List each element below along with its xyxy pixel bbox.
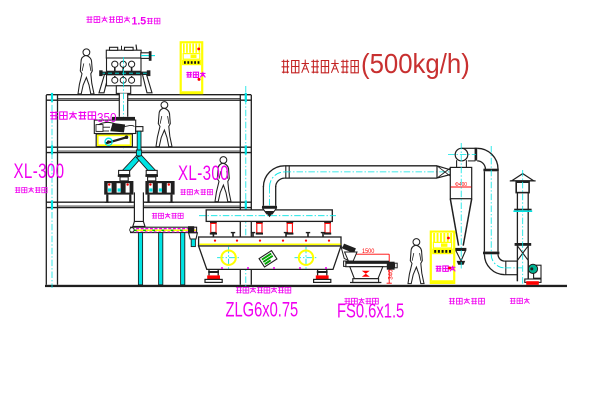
svg-text:XL-300: XL-300 <box>14 158 65 182</box>
svg-text:XL-300: XL-300 <box>178 160 229 184</box>
svg-text:340: 340 <box>388 269 395 280</box>
svg-text:350: 350 <box>97 110 117 125</box>
svg-text:1.5: 1.5 <box>132 15 147 27</box>
svg-text:1500: 1500 <box>362 249 375 255</box>
svg-text:(500kg/h): (500kg/h) <box>361 48 470 79</box>
svg-text:FS0.6x1.5: FS0.6x1.5 <box>337 299 404 322</box>
svg-text:ZLG6x0.75: ZLG6x0.75 <box>226 298 299 321</box>
